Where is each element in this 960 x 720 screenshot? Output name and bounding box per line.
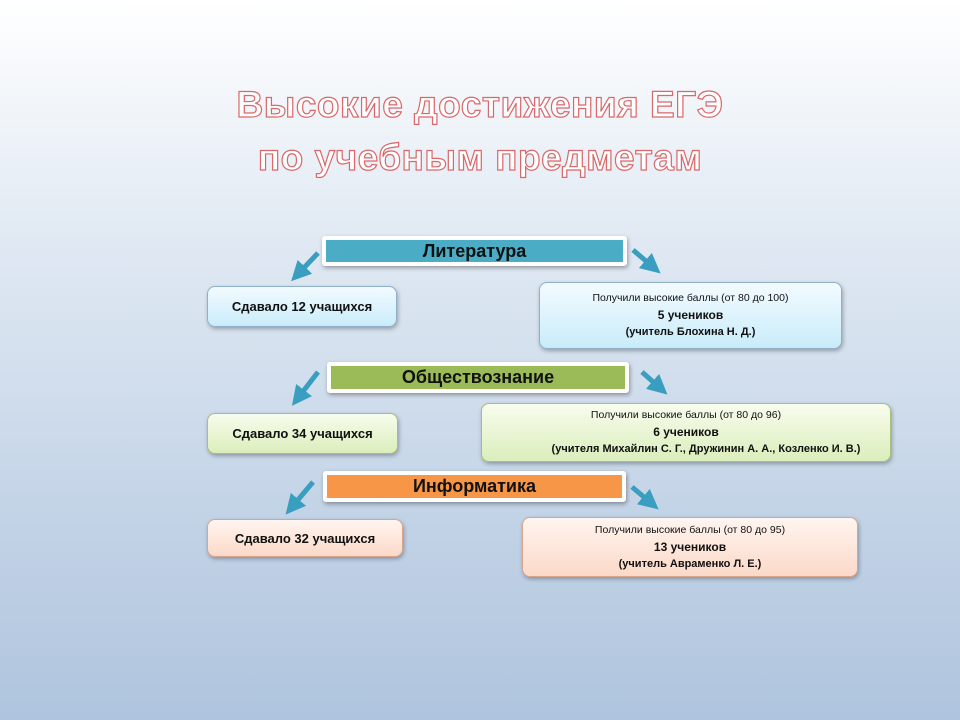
student-count: 5 учеников [657,308,724,322]
subject-header-informatics: Информатика [323,471,626,502]
high-score-label: Получили высокие баллы (от 80 до 100) [592,292,789,304]
arrow-icon [291,370,320,406]
arrow-icon [640,370,668,395]
teachers: (учитель Авраменко Л. Е.) [618,557,762,570]
taken-box-literature: Сдавало 12 учащихся [207,286,397,327]
results-box-informatics: Получили высокие баллы (от 80 до 95) 13 … [522,517,858,577]
subject-header-literature: Литература [322,236,627,266]
student-count: 6 учеников [653,425,719,439]
results-box-literature: Получили высокие баллы (от 80 до 100) 5 … [539,282,842,349]
results-box-social-studies: Получили высокие баллы (от 80 до 96) 6 у… [481,403,891,462]
high-score-label: Получили высокие баллы (от 80 до 96) [590,409,782,421]
arrow-icon [631,248,661,274]
teachers: (учитель Блохина Н. Д.) [625,326,756,338]
title-line-2: по учебным предметам [257,136,703,178]
arrow-icon [291,251,320,282]
arrow-icon [630,485,659,510]
subject-header-social-studies: Обществознание [327,362,629,393]
arrow-icon [285,480,315,515]
high-score-label: Получили высокие баллы (от 80 до 95) [594,523,786,536]
taken-box-social-studies: Сдавало 34 учащихся [207,413,398,454]
teachers: (учителя Михайлин С. Г., Дружинин А. А.,… [551,443,861,455]
taken-box-informatics: Сдавало 32 учащихся [207,519,403,557]
student-count: 13 учеников [653,539,727,554]
title-line-1: Высокие достижения ЕГЭ [236,83,724,125]
